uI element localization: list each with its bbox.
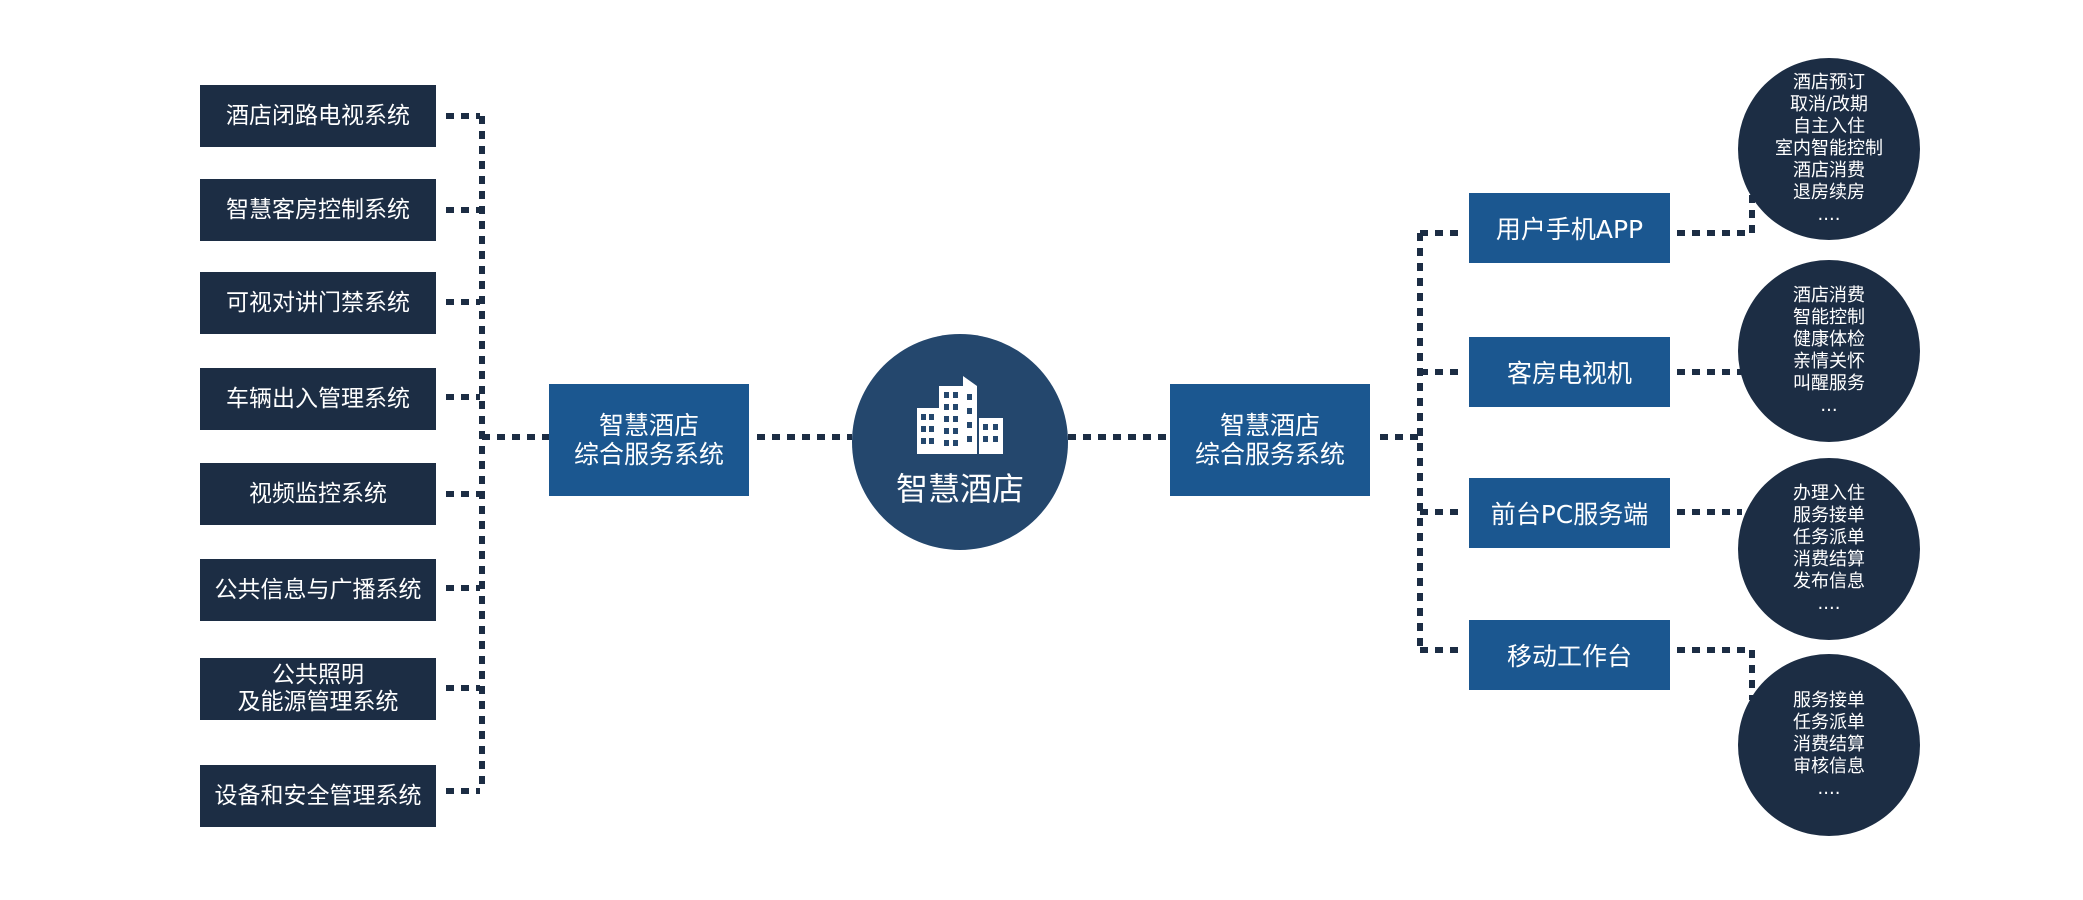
feature-item: 酒店消费 xyxy=(1793,160,1865,181)
left-system-label: 及能源管理系统 xyxy=(237,689,399,715)
feature-item: 亲情关怀 xyxy=(1793,351,1865,372)
feature-circle: 酒店消费 智能控制 健康体检 亲情关怀 叫醒服务 ... xyxy=(1738,260,1920,442)
feature-item: 取消/改期 xyxy=(1789,94,1869,115)
hub-label: 综合服务系统 xyxy=(1194,440,1345,469)
left-system-label: 公共信息与广播系统 xyxy=(214,576,422,603)
terminal-label: 前台PC服务端 xyxy=(1490,500,1649,529)
feature-item: .... xyxy=(1817,778,1841,799)
feature-circle: 办理入住 服务接单 任务派单 消费结算 发布信息 .... xyxy=(1738,458,1920,640)
feature-item: .... xyxy=(1817,593,1841,614)
left-system-box: 酒店闭路电视系统 xyxy=(200,85,436,147)
left-system-box: 智慧客房控制系统 xyxy=(200,179,436,241)
left-system-box: 设备和安全管理系统 xyxy=(200,765,436,827)
feature-item: 酒店预订 xyxy=(1793,72,1865,93)
feature-item: 任务派单 xyxy=(1793,527,1865,548)
feature-item: 健康体检 xyxy=(1793,329,1865,350)
feature-item: 退房续房 xyxy=(1793,182,1865,203)
terminal-box-mobile-workstation: 移动工作台 xyxy=(1469,620,1670,690)
feature-item: 审核信息 xyxy=(1793,756,1865,777)
terminal-box-room-tv: 客房电视机 xyxy=(1469,337,1670,407)
center-circle: 智慧酒店 xyxy=(852,334,1068,550)
left-hub-box: 智慧酒店 综合服务系统 xyxy=(549,384,749,496)
hub-label: 智慧酒店 xyxy=(598,411,699,440)
left-system-label: 可视对讲门禁系统 xyxy=(226,289,410,316)
feature-item: ... xyxy=(1820,395,1838,416)
feature-circle: 服务接单 任务派单 消费结算 审核信息 .... xyxy=(1738,654,1920,836)
terminal-box-mobile-app: 用户手机APP xyxy=(1469,193,1670,263)
hub-label: 智慧酒店 xyxy=(1219,411,1320,440)
terminal-label: 客房电视机 xyxy=(1506,359,1632,388)
left-system-label: 公共照明 xyxy=(272,662,364,688)
left-system-box: 可视对讲门禁系统 xyxy=(200,272,436,334)
feature-circle: 酒店预订 取消/改期 自主入住 室内智能控制 酒店消费 退房续房 .... xyxy=(1738,58,1920,240)
feature-item: 酒店消费 xyxy=(1793,285,1865,306)
feature-item: 服务接单 xyxy=(1793,505,1865,526)
feature-item: 服务接单 xyxy=(1793,690,1865,711)
left-system-label: 智慧客房控制系统 xyxy=(226,196,410,223)
left-system-box: 视频监控系统 xyxy=(200,463,436,525)
feature-item: 发布信息 xyxy=(1793,571,1865,592)
terminal-label: 移动工作台 xyxy=(1506,642,1632,671)
feature-item: 办理入住 xyxy=(1793,483,1865,504)
terminal-box-front-desk-pc: 前台PC服务端 xyxy=(1469,478,1670,548)
left-system-label: 视频监控系统 xyxy=(249,480,387,507)
feature-item: .... xyxy=(1817,204,1841,225)
left-system-box: 车辆出入管理系统 xyxy=(200,368,436,430)
feature-item: 消费结算 xyxy=(1793,549,1865,570)
building-icon xyxy=(917,376,1003,454)
terminal-label: 用户手机APP xyxy=(1495,215,1644,244)
right-hub-box: 智慧酒店 综合服务系统 xyxy=(1170,384,1370,496)
left-system-label: 设备和安全管理系统 xyxy=(214,782,422,809)
feature-item: 自主入住 xyxy=(1793,116,1865,137)
feature-item: 室内智能控制 xyxy=(1775,138,1883,159)
left-system-label: 车辆出入管理系统 xyxy=(226,385,410,412)
feature-item: 叫醒服务 xyxy=(1793,373,1865,394)
left-system-label: 酒店闭路电视系统 xyxy=(226,102,410,129)
feature-item: 智能控制 xyxy=(1793,307,1865,328)
left-system-box: 公共照明 及能源管理系统 xyxy=(200,658,436,720)
feature-item: 任务派单 xyxy=(1793,712,1865,733)
center-title: 智慧酒店 xyxy=(895,470,1024,508)
feature-item: 消费结算 xyxy=(1793,734,1865,755)
left-system-box: 公共信息与广播系统 xyxy=(200,559,436,621)
hub-label: 综合服务系统 xyxy=(573,440,724,469)
